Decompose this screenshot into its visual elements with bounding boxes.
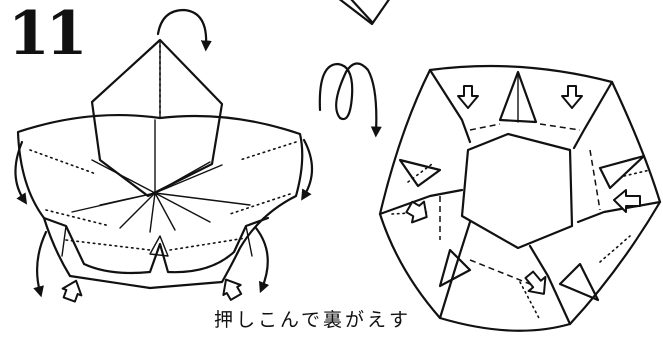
turn-over-loop-arrow-icon (318, 62, 382, 138)
push-in-hollow-arrow-icon (405, 85, 641, 295)
previous-step-fragment (338, 0, 390, 26)
step-number: 11 (8, 0, 87, 69)
left-folded-model (16, 38, 304, 290)
right-folded-model (378, 64, 662, 332)
curved-fold-arrow-icon (14, 138, 314, 298)
curved-rotate-arrow-icon (156, 8, 212, 52)
push-in-hollow-arrow-icon (61, 278, 243, 303)
instruction-caption: 押しこんで裏がえす (214, 309, 412, 331)
